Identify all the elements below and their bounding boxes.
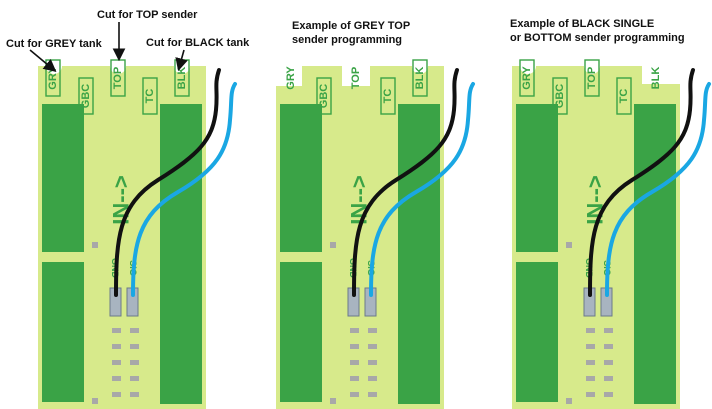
chip-edge — [566, 398, 572, 404]
tab-label-blk: BLK — [414, 67, 426, 90]
pad-left-upper — [516, 104, 558, 252]
tab-box-gbc — [552, 77, 568, 115]
tab-label-gry: GRY — [285, 66, 297, 90]
wire-blue — [605, 82, 711, 297]
callout-black-cut: Cut for BLACK tank — [146, 37, 250, 49]
tab-label-gbc: GBC — [318, 84, 330, 109]
chip-r4 — [604, 392, 613, 397]
chip-r1 — [130, 344, 139, 349]
chip-r0 — [604, 328, 613, 333]
chip-l4 — [586, 392, 595, 397]
tab-label-blk: BLK — [176, 67, 188, 90]
callout-arrows — [29, 22, 188, 73]
example-black-single-line2: or BOTTOM sender programming — [510, 32, 685, 44]
arrow-in-label: IN--> — [109, 175, 134, 225]
arrow-in-label: IN--> — [347, 175, 372, 225]
tab-box-tc — [616, 77, 632, 115]
callout-top-cut: Cut for TOP sender — [97, 9, 198, 21]
center-strip — [90, 104, 154, 404]
example-black-single-line1: Example of BLACK SINGLE — [510, 18, 655, 30]
wire-blue — [369, 82, 475, 297]
pad-left-lower — [42, 262, 84, 402]
tab-box-top — [584, 59, 600, 97]
center-strip — [328, 104, 392, 404]
chip-r2 — [604, 360, 613, 365]
cut-grey-tab — [274, 56, 302, 86]
tab-label-tc: TC — [144, 89, 156, 104]
tab-label-gbc: GBC — [554, 84, 566, 109]
example-grey-top-line1: Example of GREY TOP — [292, 20, 411, 32]
arrow-in-label: IN--> — [583, 175, 608, 225]
pad-right — [634, 104, 676, 404]
wire-black — [352, 68, 459, 297]
chip-r3 — [604, 376, 613, 381]
black-cut-arrow — [175, 49, 188, 72]
tab-box-tc — [380, 77, 396, 115]
pad-left-lower — [516, 262, 558, 402]
grey-cut-arrow — [29, 49, 57, 73]
chip-l3 — [586, 376, 595, 381]
tab-label-top: TOP — [112, 67, 124, 89]
chip-r4 — [368, 392, 377, 397]
chip-r0 — [130, 328, 139, 333]
cut-black-tab — [642, 56, 682, 84]
chip-r3 — [130, 376, 139, 381]
chip-l4 — [350, 392, 359, 397]
chip-l0 — [112, 328, 121, 333]
tab-label-gbc: GBC — [80, 84, 92, 109]
chip-r1 — [604, 344, 613, 349]
tab-label-gry: GRY — [521, 66, 533, 90]
chip-l0 — [586, 328, 595, 333]
chip-l0 — [350, 328, 359, 333]
wire-black — [114, 68, 221, 297]
pad-left-upper — [280, 104, 322, 252]
chip-l1 — [586, 344, 595, 349]
chip-l2 — [112, 360, 121, 365]
chip-l1 — [350, 344, 359, 349]
chip-l2 — [350, 360, 359, 365]
chip-r2 — [130, 360, 139, 365]
wire-black — [588, 68, 695, 297]
tab-box-gbc — [316, 77, 332, 115]
example-grey-top-line2: sender programming — [292, 34, 403, 46]
tab-box-gbc — [78, 77, 94, 115]
pad-right — [398, 104, 440, 404]
tab-box-tc — [142, 77, 158, 115]
cut-top-tab — [342, 56, 370, 86]
chip-r0 — [368, 328, 377, 333]
chip-l3 — [112, 376, 121, 381]
chip-edge — [330, 398, 336, 404]
chip-r4 — [130, 392, 139, 397]
pad-right — [160, 104, 202, 404]
wire-blue — [131, 82, 237, 297]
chip-r1 — [368, 344, 377, 349]
center-strip — [564, 104, 628, 404]
chip-l3 — [350, 376, 359, 381]
chip-r2 — [368, 360, 377, 365]
chip-l4 — [112, 392, 121, 397]
callout-grey-cut: Cut for GREY tank — [6, 38, 102, 50]
chip-l2 — [586, 360, 595, 365]
chip-0 — [330, 242, 336, 248]
chip-edge — [92, 398, 98, 404]
pad-left-upper — [42, 104, 84, 252]
pad-left-lower — [280, 262, 322, 402]
tab-label-tc: TC — [618, 89, 630, 104]
chip-0 — [92, 242, 98, 248]
chip-l1 — [112, 344, 121, 349]
tab-label-top: TOP — [586, 67, 598, 89]
tab-label-blk: BLK — [650, 67, 662, 90]
tab-box-gry — [519, 59, 535, 97]
tab-label-top: TOP — [350, 67, 362, 89]
tab-label-tc: TC — [382, 89, 394, 104]
chip-r3 — [368, 376, 377, 381]
tab-box-blk — [412, 59, 428, 97]
chip-0 — [566, 242, 572, 248]
